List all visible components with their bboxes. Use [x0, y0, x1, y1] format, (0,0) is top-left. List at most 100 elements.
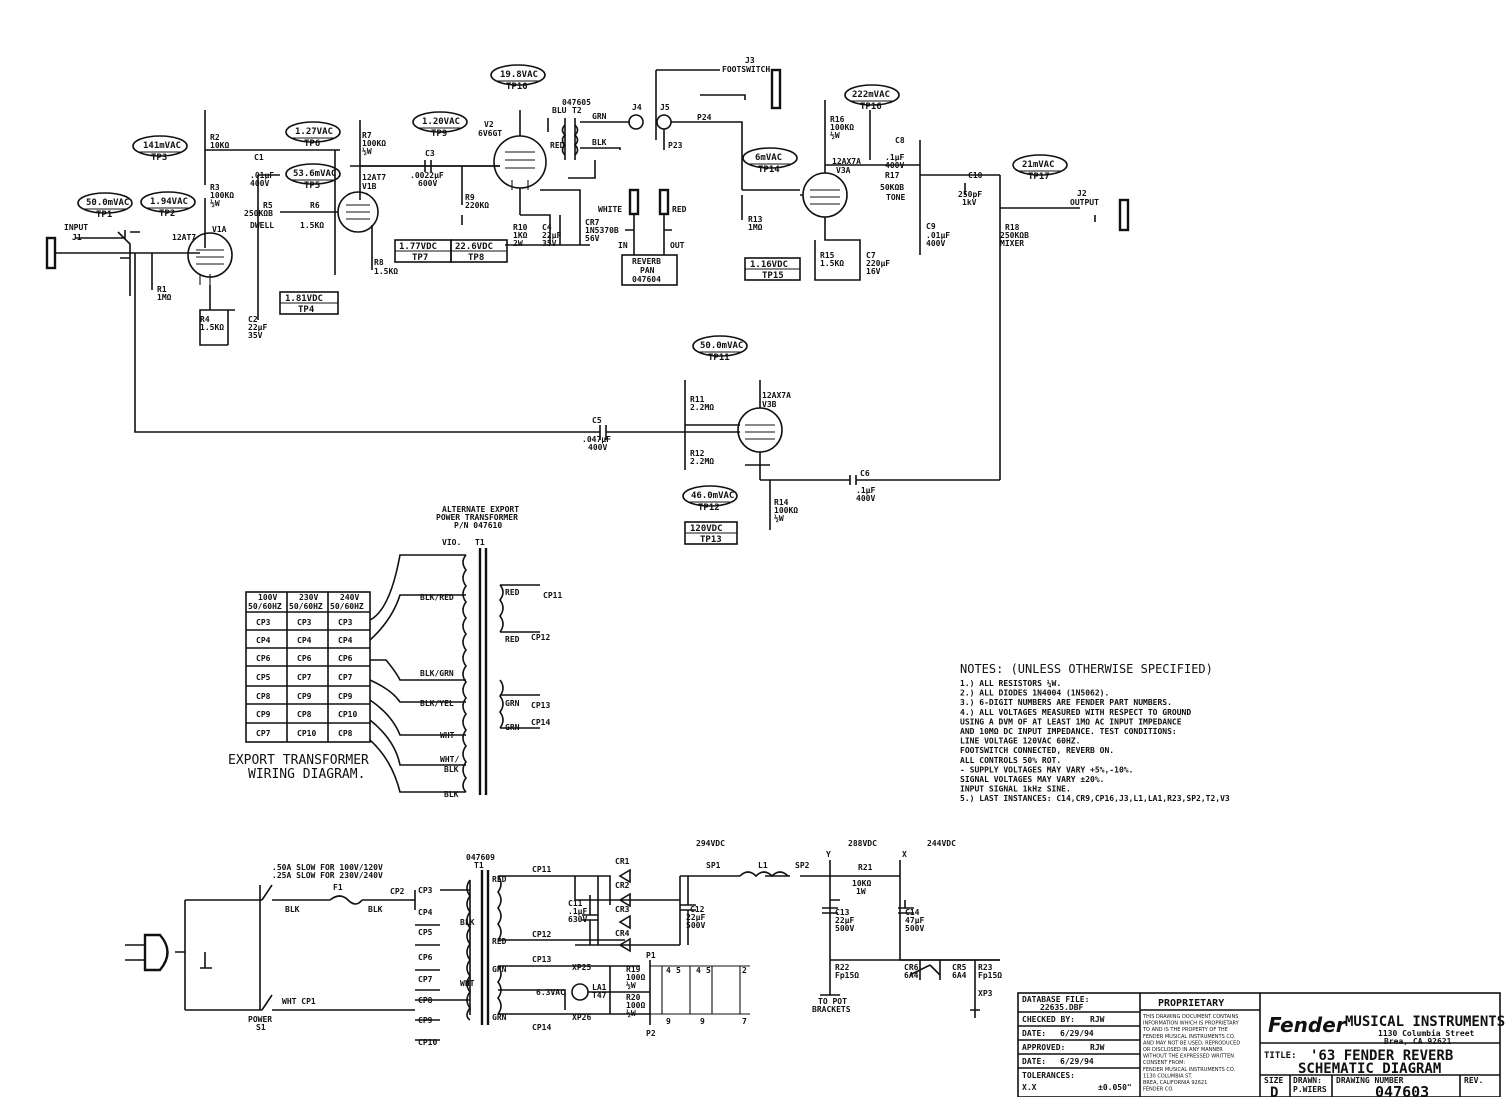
table-cell: CP10: [297, 729, 316, 738]
table-cell: CP5: [256, 673, 271, 682]
cp11-label: CP11: [532, 865, 551, 874]
r20-value: 100Ω: [626, 1001, 645, 1010]
note-line: AND 10MΩ DC INPUT IMPEDANCE. TEST CONDIT…: [960, 727, 1177, 736]
export-caption-1: EXPORT TRANSFORMER: [228, 753, 369, 768]
v1b-label: V1B: [362, 182, 377, 191]
tp5-value: 53.6mVAC: [293, 169, 336, 179]
j2-label: J2: [1077, 189, 1087, 198]
tp9-value: 1.20VAC: [422, 117, 460, 127]
r2-label: R2: [210, 133, 220, 142]
power-supply: [125, 860, 1000, 1041]
cp14-label: CP14: [532, 1023, 551, 1032]
tap-red-2: RED: [492, 937, 507, 946]
drawing-number: 047603: [1375, 1083, 1429, 1097]
lead-blk-red: BLK/RED: [420, 593, 454, 602]
v294-label: 294VDC: [696, 839, 725, 848]
c7-voltage: 16V: [866, 267, 881, 276]
r21-watt: 1W: [856, 887, 866, 896]
blk-2-label: BLK: [368, 905, 383, 914]
xp26-label: XP26: [572, 1013, 591, 1022]
j3-label: J3: [745, 56, 755, 65]
tp4-label: TP4: [298, 305, 315, 315]
v1a-label: V1A: [212, 225, 227, 234]
v2-type: 6V6GT: [478, 129, 502, 138]
c9-label: C9: [926, 222, 936, 231]
date2-label: DATE:: [1022, 1057, 1046, 1066]
tp12-value: 46.0mVAC: [691, 491, 734, 501]
export-caption-2: WIRING DIAGRAM.: [248, 767, 365, 782]
proprietary-line: TO AND IS THE PROPERTY OF THE: [1142, 1027, 1228, 1033]
cr5-value: 6A4: [952, 971, 967, 980]
tp8-label: TP8: [468, 253, 484, 263]
reverb-pan-line3: 047604: [632, 275, 661, 284]
j4-label: J4: [632, 103, 642, 112]
table-cell: CP7: [338, 673, 353, 682]
white-label: WHITE: [598, 205, 622, 214]
note-line: ALL CONTROLS 50% ROT.: [960, 756, 1061, 765]
r1-label: R1: [157, 285, 167, 294]
tp16-label: TP16: [860, 102, 882, 112]
note-line: FOOTSWITCH CONNECTED, REVERB ON.: [960, 746, 1114, 755]
reverb-pan-line1: REVERB: [632, 257, 661, 266]
c10-value: 250pF: [958, 190, 982, 199]
r12-label: R12: [690, 449, 705, 458]
database-label: DATABASE FILE:: [1022, 995, 1089, 1004]
company-name: MUSICAL INSTRUMENTS: [1345, 1014, 1505, 1030]
tp17-label: TP17: [1028, 172, 1050, 182]
r17-label: R17: [885, 171, 900, 180]
drawing-title-1: '63 FENDER REVERB: [1310, 1048, 1453, 1064]
fuse-note-1: .50A SLOW FOR 100V/120V: [272, 863, 383, 872]
v288-label: 288VDC: [848, 839, 877, 848]
proprietary-line: AND MAY NOT BE USED, REPRODUCED: [1143, 1040, 1240, 1046]
table-cell: CP4: [256, 636, 271, 645]
c4-label: C4: [542, 223, 552, 232]
c10-label: C10: [968, 171, 983, 180]
hdr-230v-hz: 50/60HZ: [289, 602, 323, 611]
pin-bot-3: 7: [742, 1017, 747, 1026]
table-cell: CP10: [338, 710, 357, 719]
cp-terminal-label: CP6: [418, 953, 433, 962]
red-label: RED: [550, 141, 565, 150]
database-value: 22635.DBF: [1040, 1003, 1084, 1012]
table-cell: CP6: [256, 654, 271, 663]
size-label: SIZE: [1264, 1076, 1283, 1085]
tap-grn-1: GRN: [492, 965, 507, 974]
red-rca-label: RED: [672, 205, 687, 214]
power-plug: [143, 933, 169, 972]
tol-b: ±0.050": [1098, 1083, 1132, 1092]
input-label: INPUT: [64, 223, 88, 232]
tp1-value: 50.0mVAC: [86, 198, 129, 208]
pin-top-2: 5: [676, 966, 681, 975]
tp14-value: 6mVAC: [755, 153, 782, 163]
r6-value: 1.5KΩ: [300, 221, 324, 230]
export-title-2: POWER TRANSFORMER: [436, 513, 518, 522]
table-cell: CP8: [256, 692, 271, 701]
title-label: TITLE:: [1264, 1051, 1297, 1061]
v2-label: V2: [484, 120, 494, 129]
cr2-label: CR2: [615, 881, 630, 890]
p23-label: P23: [668, 141, 683, 150]
r12-value: 2.2MΩ: [690, 457, 714, 466]
c1-value: .01µF: [250, 171, 274, 180]
r9-label: R9: [465, 193, 475, 202]
proprietary-line: BREA, CALIFORNIA 92621: [1143, 1080, 1207, 1086]
v3b-type: 12AX7A: [762, 391, 791, 400]
table-cell: CP9: [338, 692, 353, 701]
tp16-value: 222mVAC: [852, 90, 890, 100]
grn-label: GRN: [592, 112, 607, 121]
tp3-value: 141mVAC: [143, 141, 181, 151]
cr4-label: CR4: [615, 929, 630, 938]
c11-voltage: 630V: [568, 915, 587, 924]
cr7-label: CR7: [585, 218, 600, 227]
to-pot-2: BRACKETS: [812, 1005, 851, 1014]
checked-value: RJW: [1090, 1015, 1105, 1024]
cp2-label: CP2: [390, 887, 405, 896]
c14-label: C14: [905, 908, 920, 917]
proprietary-line: OR DISCLOSED IN ANY MANNER: [1143, 1047, 1223, 1053]
r23-value: Fp15Ω: [978, 971, 1002, 980]
mixer-label: MIXER: [1000, 239, 1024, 248]
cp-terminal-label: CP5: [418, 928, 433, 937]
tp7-label: TP7: [412, 253, 428, 263]
tp1-label: TP1: [96, 210, 112, 220]
